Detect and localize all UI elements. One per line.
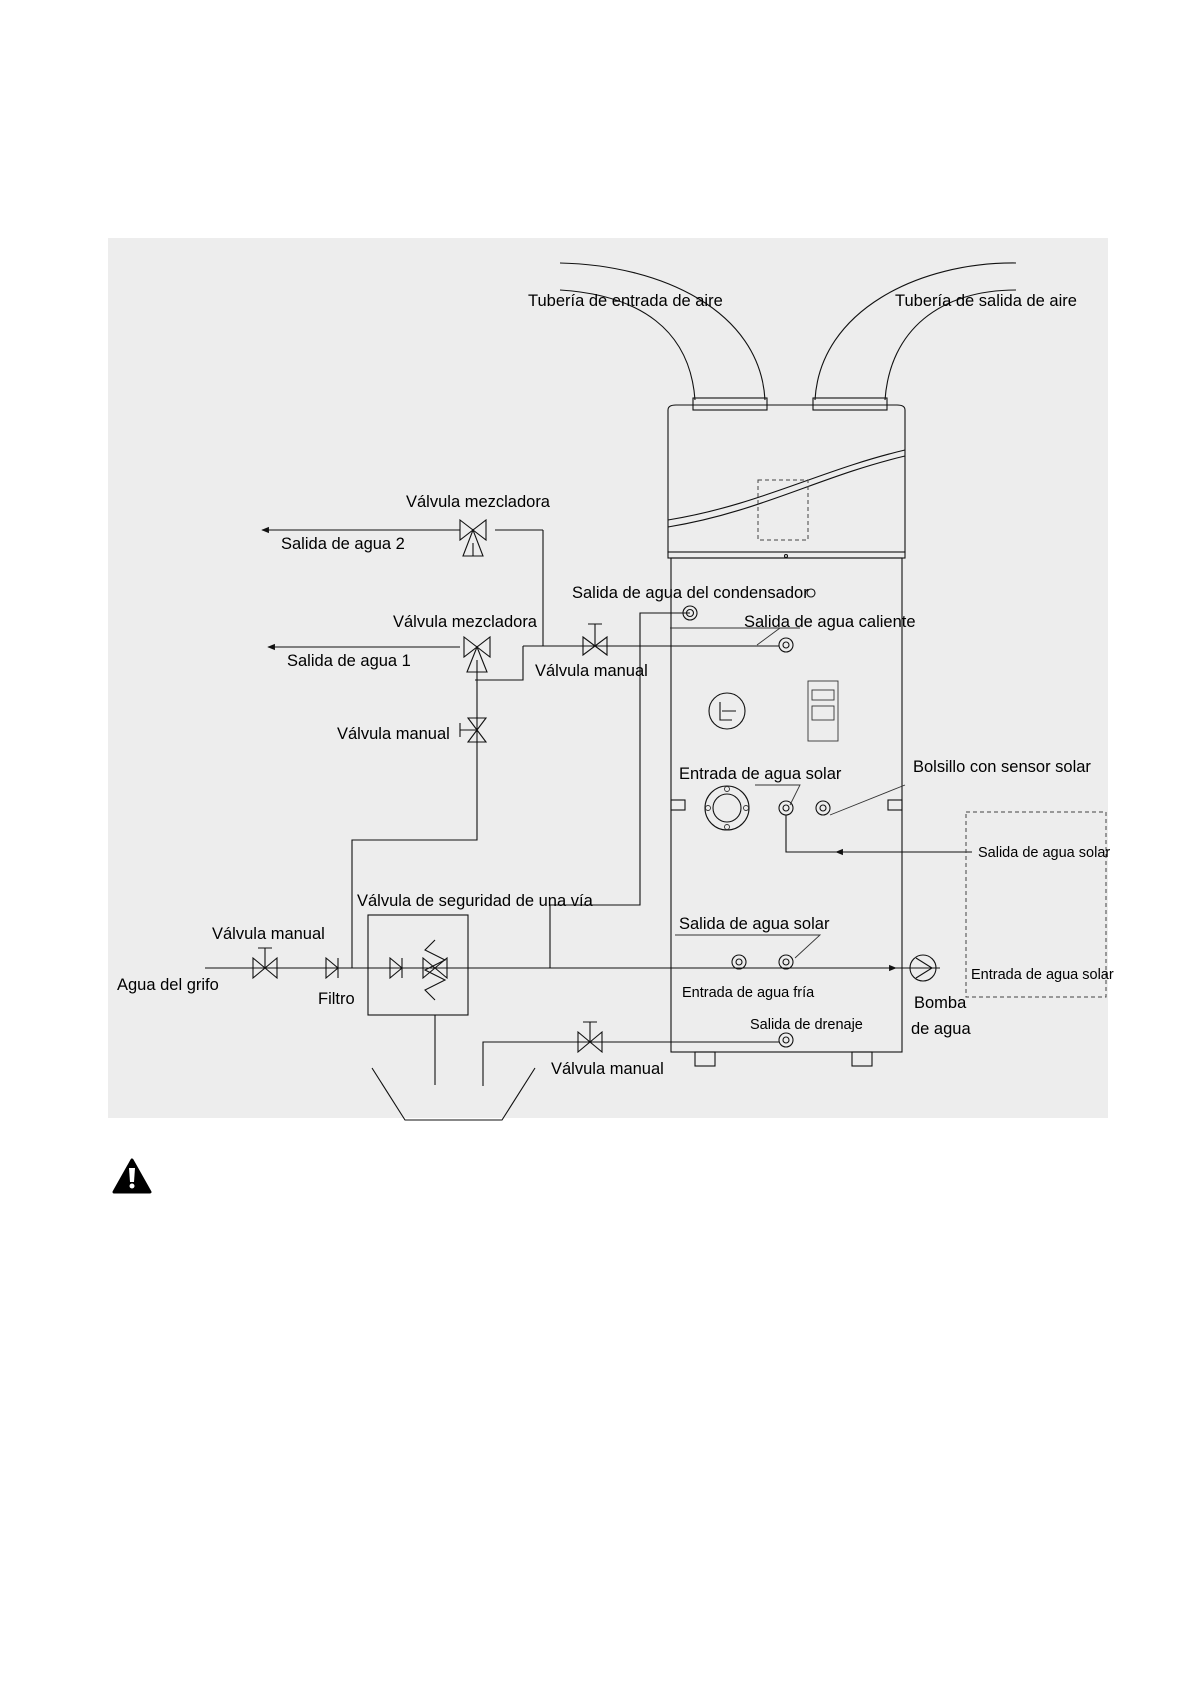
label-solar-water-inlet-right: Entrada de agua solar [971,967,1114,983]
label-air-inlet-pipe: Tubería de entrada de aire [528,292,723,310]
label-manual-valve-left: Válvula manual [337,725,450,743]
diagram-labels: Tubería de entrada de aire Tubería de sa… [117,292,1114,1078]
label-manual-valve-low: Válvula manual [212,925,325,943]
label-solar-sensor-pocket: Bolsillo con sensor solar [913,758,1091,776]
label-manual-valve-drain: Válvula manual [551,1060,664,1078]
label-solar-water-outlet: Salida de agua solar [679,915,830,933]
label-mixing-valve-top: Válvula mezcladora [406,493,551,511]
label-solar-water-inlet: Entrada de agua solar [679,765,842,783]
label-solar-water-outlet-right: Salida de agua solar [978,845,1110,861]
label-drain-outlet: Salida de drenaje [750,1017,863,1033]
label-water-pump-line2: de agua [911,1020,971,1038]
valves [252,518,937,1054]
warning-triangle-icon [112,1158,152,1194]
air-outlet-pipe [812,262,1017,411]
heat-pump-unit [667,404,906,1067]
label-manual-valve-mid: Válvula manual [535,662,648,680]
label-water-pump-line1: Bomba [914,994,967,1012]
piping [205,526,1107,1121]
label-one-way-safety-valve: Válvula de seguridad de una vía [357,892,594,910]
label-water-outlet-1: Salida de agua 1 [287,652,411,670]
label-hot-water-outlet: Salida de agua caliente [744,613,916,631]
label-air-outlet-pipe: Tubería de salida de aire [895,292,1077,310]
label-mixing-valve-mid: Válvula mezcladora [393,613,538,631]
label-cold-water-inlet: Entrada de agua fría [682,985,815,1001]
tank-ports [682,605,831,1048]
label-condenser-water-outlet: Salida de agua del condensador [572,584,809,602]
label-filter: Filtro [318,990,355,1008]
air-inlet-pipe [559,262,768,411]
diagram-background [108,238,1108,1118]
label-tap-water: Agua del grifo [117,976,219,994]
label-water-outlet-2: Salida de agua 2 [281,535,405,553]
